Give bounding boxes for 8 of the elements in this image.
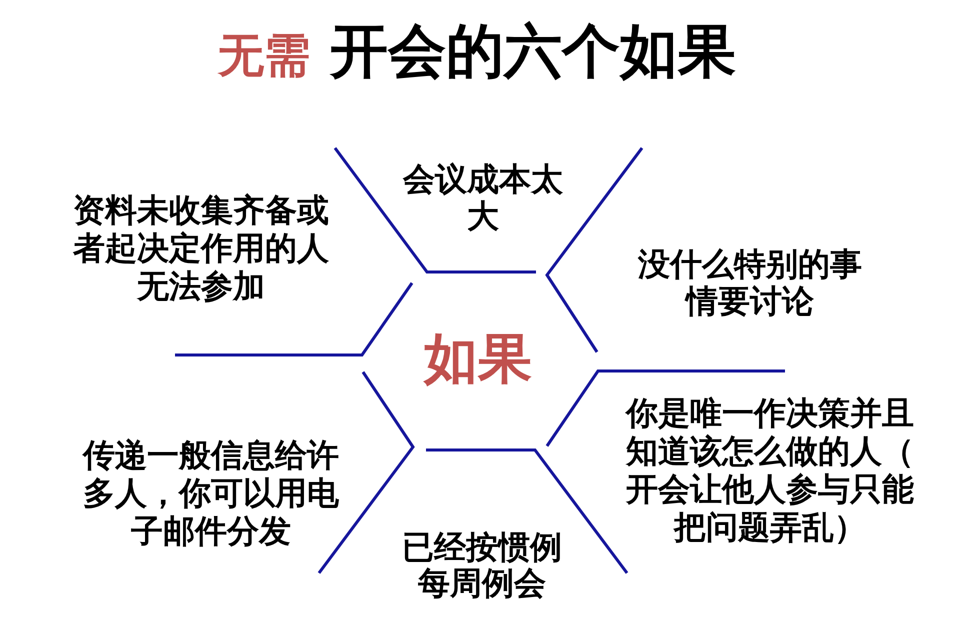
center-heading: 如果: [422, 332, 533, 386]
condition-text: 资料未收集齐备或者起决定作用的人无法参加: [72, 191, 330, 305]
condition-text: 会议成本太大: [402, 161, 564, 235]
title: 无需 开会的六个如果: [218, 22, 736, 87]
condition-text: 已经按惯例每周例会: [401, 529, 563, 601]
condition-text: 没什么特别的事情要讨论: [636, 246, 863, 320]
condition-text: 你是唯一作决策并且知道该怎么做的人（开会让他人参与只能把问题弄乱）: [624, 394, 915, 546]
condition-text: 传递一般信息给许多人，你可以用电子邮件分发: [81, 436, 340, 550]
